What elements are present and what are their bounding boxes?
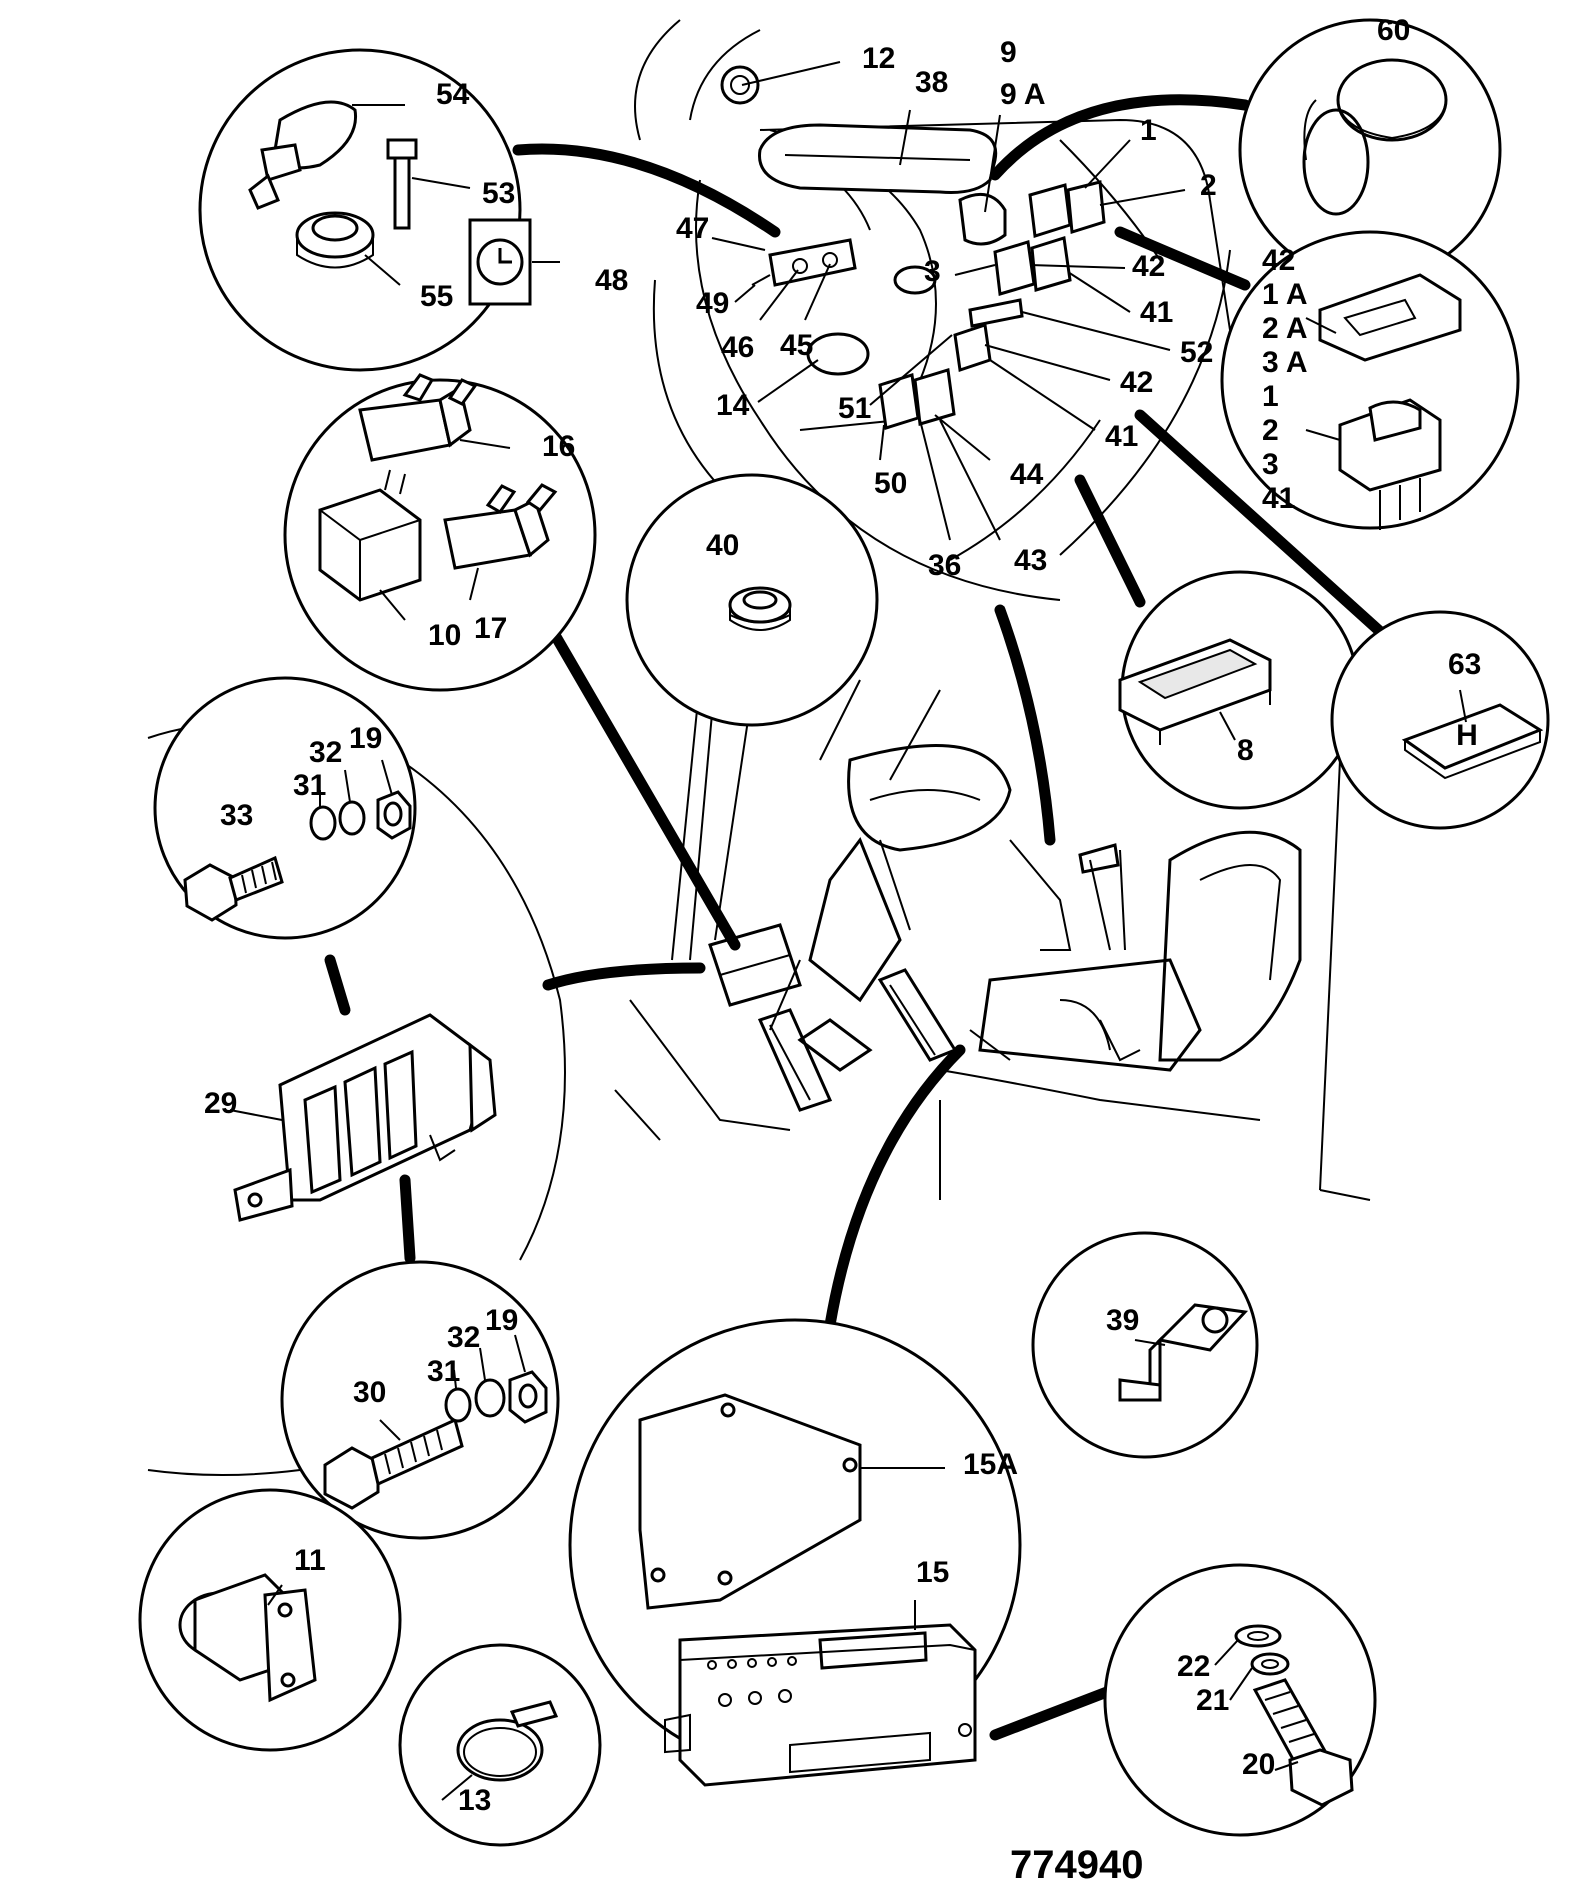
switch-legend-item: 2 A — [1262, 312, 1308, 345]
callout-label-c9a: 9 A — [1000, 78, 1046, 111]
callout-label-c41a: 41 — [1140, 296, 1173, 329]
callout-label-c39: 39 — [1106, 1304, 1139, 1337]
callout-label-c47: 47 — [676, 212, 709, 245]
callout-label-c19b: 19 — [485, 1304, 518, 1337]
callout-label-c52: 52 — [1180, 336, 1213, 369]
callout-label-c1: 1 — [1140, 114, 1157, 147]
detail-circle-cap — [1238, 18, 1502, 282]
callout-label-c21: 21 — [1196, 1684, 1229, 1717]
switch-legend-item: 2 — [1262, 414, 1279, 447]
dashboard-switch-bank — [711, 61, 1186, 541]
switch-legend-item: 1 — [1262, 380, 1279, 413]
detail-circle-connector — [138, 1488, 402, 1752]
callout-label-c60: 60 — [1377, 14, 1410, 47]
callout-label-c17: 17 — [474, 612, 507, 645]
detail-circle-hose-clamp — [398, 1643, 602, 1847]
callout-label-c16: 16 — [542, 430, 575, 463]
callout-label-c11: 11 — [294, 1544, 326, 1577]
callout-label-c2: 2 — [1200, 169, 1217, 202]
callout-label-c3: 3 — [924, 255, 941, 288]
detail-circle-rocker-switch — [1220, 230, 1520, 530]
callout-label-c12: 12 — [862, 42, 895, 75]
callout-label-c13: 13 — [458, 1784, 491, 1817]
detail-circle-grommet — [625, 473, 879, 727]
callout-label-c36: 36 — [928, 549, 961, 582]
figure-number: 774940 — [1010, 1843, 1143, 1887]
callout-label-c19a: 19 — [349, 722, 382, 755]
callout-label-c33: 33 — [220, 799, 253, 832]
callout-label-c31b: 31 — [427, 1355, 460, 1388]
callout-label-c49: 49 — [696, 287, 729, 320]
callout-label-c32a: 32 — [309, 736, 342, 769]
switch-legend-item: 41 — [1262, 482, 1295, 515]
callout-label-c54: 54 — [436, 78, 470, 111]
callout-label-c42a: 42 — [1132, 250, 1165, 283]
callout-label-c45: 45 — [780, 329, 813, 362]
callout-label-c29: 29 — [204, 1087, 237, 1120]
fuse-bracket-part — [229, 1013, 497, 1222]
callout-label-c32b: 32 — [447, 1321, 480, 1354]
connector-lines — [324, 94, 1401, 1741]
callout-label-c53: 53 — [482, 177, 515, 210]
callout-label-c40: 40 — [706, 529, 739, 562]
switch-legend-item: 42 — [1262, 244, 1295, 277]
detail-circle-fuses-relay — [283, 373, 597, 692]
callout-label-c15a: 15A — [963, 1448, 1018, 1481]
callout-label-c41b: 41 — [1105, 420, 1138, 453]
callout-label-c43: 43 — [1014, 544, 1047, 577]
callout-label-c51: 51 — [838, 392, 871, 425]
detail-circle-bolt-lower — [280, 1260, 560, 1540]
detail-circle-bezel — [1118, 570, 1360, 810]
switch-legend-item: 3 A — [1262, 346, 1308, 379]
background-sketch — [147, 19, 1371, 1476]
callout-label-c15: 15 — [916, 1556, 949, 1589]
callout-label-c20: 20 — [1242, 1748, 1275, 1781]
switch-legend-item: 3 — [1262, 448, 1279, 481]
callout-label-c48: 48 — [595, 264, 628, 297]
callout-label-c30: 30 — [353, 1376, 386, 1409]
callout-label-c31a: 31 — [293, 769, 326, 802]
badge-symbol: H — [1456, 719, 1478, 752]
detail-circle-badge: H — [1330, 610, 1550, 830]
callout-label-c50: 50 — [874, 467, 907, 500]
detail-circle-bolt-washers — [1103, 1563, 1377, 1837]
callout-label-c46: 46 — [721, 331, 754, 364]
callout-label-c42b: 42 — [1120, 366, 1153, 399]
callout-label-c10: 10 — [428, 619, 461, 652]
detail-circle-fasteners — [198, 48, 560, 372]
detail-circle-bolt-upper — [153, 676, 417, 940]
callout-label-c8: 8 — [1237, 734, 1254, 767]
callout-label-c38: 38 — [915, 66, 948, 99]
callout-label-c9: 9 — [1000, 36, 1017, 69]
callout-label-c14: 14 — [716, 389, 750, 422]
callout-label-c63: 63 — [1448, 648, 1481, 681]
callout-label-c44: 44 — [1010, 458, 1044, 491]
callout-label-c55: 55 — [420, 280, 453, 313]
detail-circle-clip — [1031, 1231, 1259, 1459]
callout-label-c22: 22 — [1177, 1650, 1210, 1683]
detail-circle-ecu — [568, 1318, 1022, 1787]
switch-legend-item: 1 A — [1262, 278, 1308, 311]
